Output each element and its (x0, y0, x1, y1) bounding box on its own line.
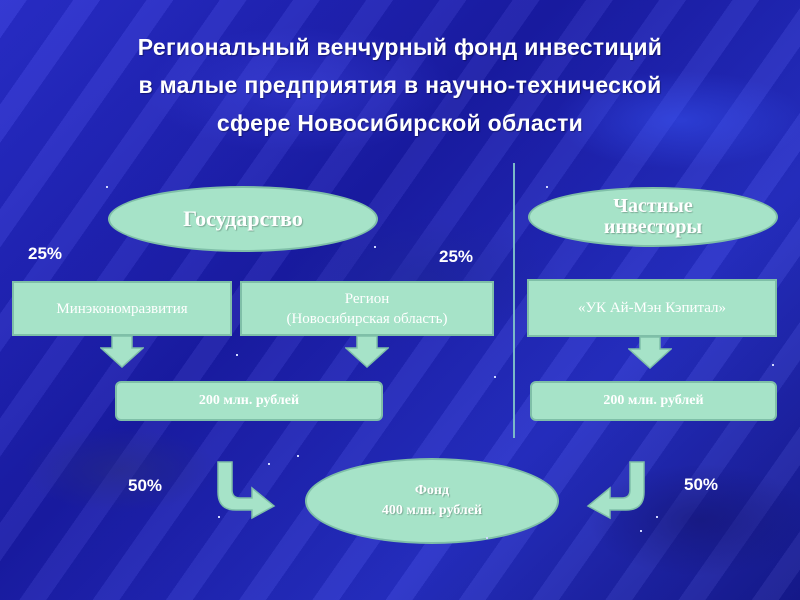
state-amount-label: 200 млн. рублей (198, 393, 300, 408)
bent-arrow-left-icon (217, 461, 276, 520)
decor-dot (218, 516, 220, 518)
company-box: «УК Ай-Мэн Кэпитал» (527, 279, 777, 337)
private-investors-oval: Частные инвесторы (528, 187, 778, 247)
fund-line-1: Фонд (414, 483, 450, 498)
vertical-divider (513, 163, 515, 438)
title-line-2: в малые предприятия в научно-технической (138, 72, 662, 98)
state-amount-box: 200 млн. рублей (115, 381, 383, 421)
decor-dot (640, 530, 642, 532)
state-oval: Государство (108, 186, 378, 252)
private-investors-line-2: инвесторы (603, 216, 703, 238)
ministry-share-label: 25% (28, 244, 63, 263)
ministry-box: Минэкономразвития (12, 281, 232, 336)
fund-oval: Фонд 400 млн. рублей (305, 458, 559, 544)
company-box-label: «УК Ай-Мэн Кэпитал» (577, 300, 727, 316)
bent-arrow-right-icon (586, 461, 645, 520)
private-amount-label: 200 млн. рублей (603, 393, 704, 408)
arrow-down-company-icon (628, 337, 672, 369)
title-line-3: сфере Новосибирской области (216, 110, 584, 136)
decor-dot (236, 354, 238, 356)
region-box-line-1: Регион (344, 290, 390, 307)
fund-line-2: 400 млн. рублей (381, 503, 483, 518)
decor-dot (772, 364, 774, 366)
decor-dot (546, 186, 548, 188)
decor-dot (486, 537, 488, 539)
decor-dot (374, 246, 376, 248)
decor-dot (656, 516, 658, 518)
title-line-1: Региональный венчурный фонд инвестиций (137, 34, 663, 60)
region-box-line-2: (Новосибирская область) (286, 310, 448, 327)
private-amount-box: 200 млн. рублей (530, 381, 777, 421)
slide-title: Региональный венчурный фонд инвестиций в… (40, 28, 760, 142)
decor-dot (494, 376, 496, 378)
private-investors-line-1: Частные (613, 195, 693, 217)
decor-dot (297, 455, 299, 457)
arrow-down-region-icon (345, 336, 389, 368)
state-fund-share-label: 50% (128, 476, 163, 495)
state-oval-label: Государство (183, 206, 303, 231)
decor-dot (106, 186, 108, 188)
region-share-label: 25% (439, 247, 474, 266)
decor-dot (268, 463, 270, 465)
private-fund-share-label: 50% (684, 475, 719, 494)
region-box: Регион (Новосибирская область) (240, 281, 494, 336)
ministry-box-label: Минэкономразвития (56, 300, 188, 317)
arrow-down-ministry-icon (100, 336, 144, 368)
